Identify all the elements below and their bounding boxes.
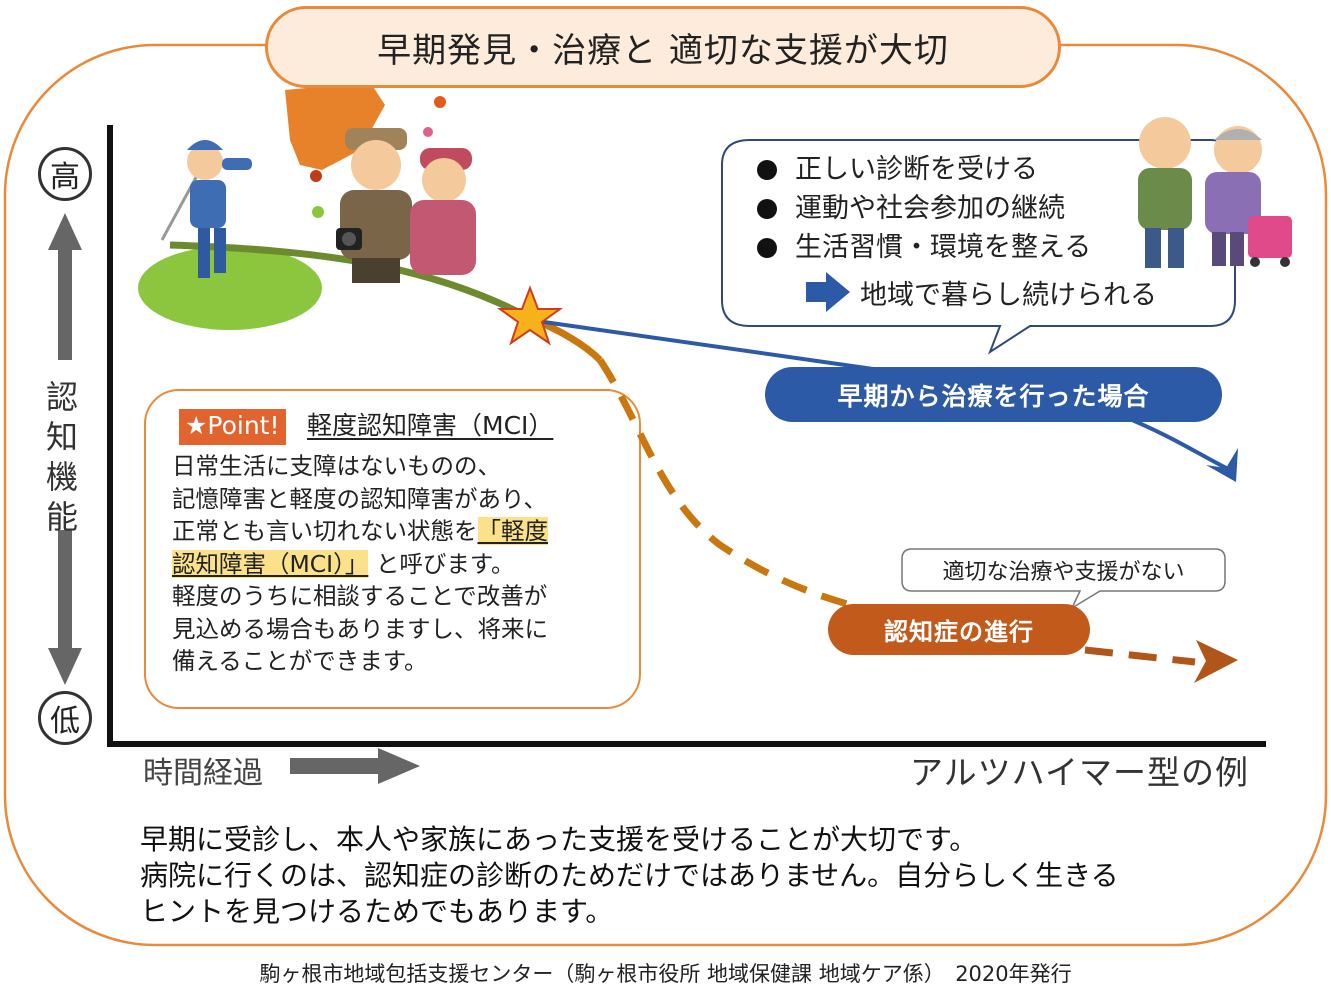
treated-path-tail [1119,413,1231,472]
bullet-icon [757,159,777,180]
mci-highlight: 認知障害（MCI）」 [172,549,369,578]
result-arrow-icon [806,272,850,312]
mci-highlight: 「軽度 [477,517,548,545]
axis-low-label: 低 [38,691,92,745]
bottom-line: 病院に行くのは、認知症の診断のためだけではありません。自分らしく生きる [140,859,1119,892]
no-support-text: 適切な治療や支援がない [942,560,1185,585]
bullet-icon [757,237,777,258]
list-item: 運動や社会参加の継続 [757,189,1091,228]
point-line: 見込める場合もありますし、将来に [172,614,548,643]
time-arrow-icon [290,748,420,784]
bullet-icon [757,198,777,219]
treated-path-label: 早期から治療を行った場合 [765,367,1222,422]
progression-label: 認知症の進行 [828,604,1090,655]
bottom-line: ヒントを見つけるためでもあります。 [140,895,614,928]
good-path-list: 正しい診断を受ける 運動や社会参加の継続 生活習慣・環境を整える [757,150,1092,267]
point-line: 軽度のうちに相談することで改善が [172,582,548,610]
point-text: 正常とも言い切れない状態を [172,517,478,545]
bottom-message: 早期に受診し、本人や家族にあった支援を受けることが大切です。 病院に行くのは、認… [140,822,1119,930]
bullet-text: 正しい診断を受ける [795,154,1038,185]
axis-high-label: 高 [38,147,92,201]
good-path-result: 地域で暮らし続けられる [860,280,1157,311]
bottom-line: 早期に受診し、本人や家族にあった支援を受けることが大切です。 [140,823,978,856]
point-body: 日常生活に支障はないものの、 記憶障害と軽度の認知障害があり、 正常とも言い切れ… [172,450,622,678]
bullet-text: 運動や社会参加の継続 [795,193,1065,224]
treated-path-line [529,318,881,372]
point-line: 正常とも言い切れない状態を「軽度 [172,515,622,548]
point-line: 日常生活に支障はないものの、 [172,452,501,480]
star-icon [496,285,564,346]
grass-icon [138,246,322,330]
vertical-arrow-icon [48,213,82,685]
point-title: 軽度認知障害（MCI） [307,411,554,440]
point-line: 記憶障害と軽度の認知障害があり、 [172,484,548,513]
elderly-couple-icon [336,128,476,283]
y-axis-label: 認知機能 [45,378,78,536]
point-text: と呼びます。 [375,549,515,578]
list-item: 正しい診断を受ける [757,150,1091,189]
no-support-callout [901,548,1226,610]
bullet-text: 生活習慣・環境を整える [795,232,1092,263]
progression-path-dashed [597,358,871,614]
progression-path-tail [1084,646,1196,666]
list-item: 生活習慣・環境を整える [757,228,1092,267]
point-line: 認知障害（MCI）」 と呼びます。 [172,548,622,581]
treated-arrow-head-icon [1206,448,1238,482]
point-box [144,389,641,709]
point-badge: ★Point! [179,409,286,445]
elderly-pair-walker-icon [1138,117,1292,268]
x-axis-label: 時間経過 [143,756,263,791]
page-title: 早期発見・治療と 適切な支援が大切 [265,6,1061,88]
progression-arrow-head-icon [1194,640,1238,683]
footer-credit: 駒ヶ根市地域包括支援センター（駒ヶ根市役所 地域保健課 地域ケア係） 2020年… [259,962,1072,986]
golfer-icon [160,140,252,278]
example-label: アルツハイマー型の例 [910,753,1250,792]
point-line: 備えることができます。 [172,647,428,675]
